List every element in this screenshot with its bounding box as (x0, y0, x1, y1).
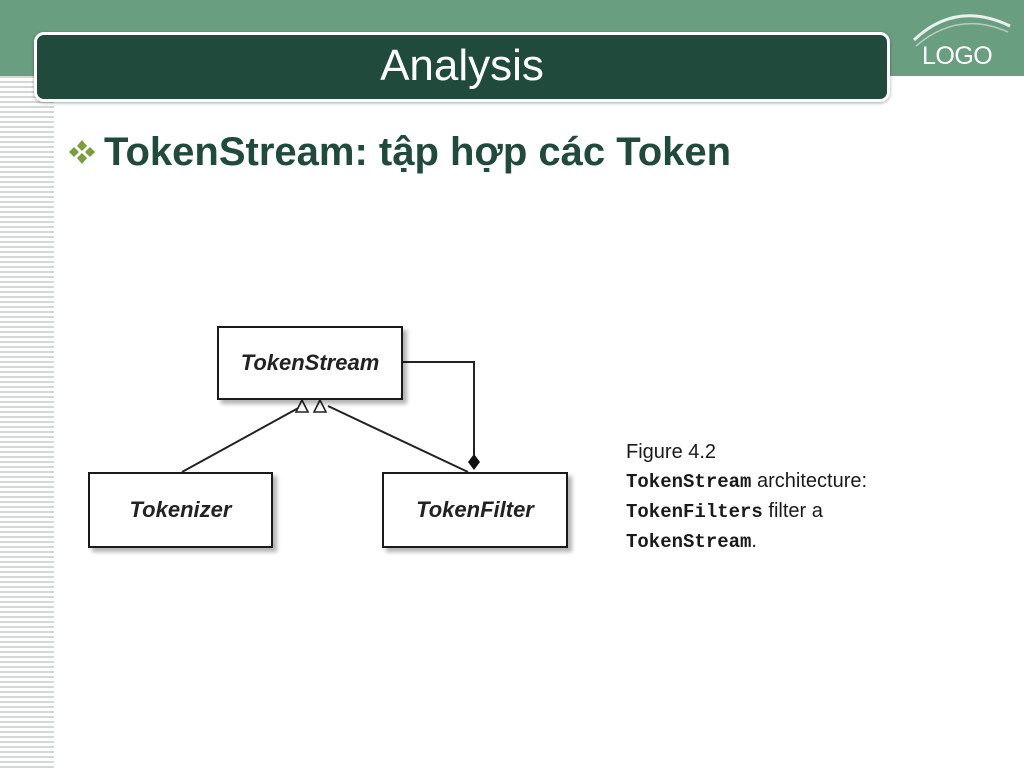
title-bar: Analysis (34, 32, 890, 102)
logo-text: LOGO (922, 42, 993, 70)
aggregation-diamond-icon (468, 454, 480, 470)
diamond-cluster-icon (69, 139, 95, 164)
bullet-text: TokenStream: tập hợp các Token (104, 130, 732, 174)
caption-code-tokenstream-2: TokenStream (626, 531, 752, 553)
caption-text-filter: filter a (762, 500, 823, 522)
caption-code-tokenstream: TokenStream (626, 471, 752, 493)
caption-text-period: . (751, 530, 757, 552)
logo-arc-icon (912, 14, 1011, 47)
tokenstream-label: TokenStream (240, 350, 380, 375)
slide-title: Analysis (380, 41, 544, 90)
diagram-connectors (181, 361, 480, 473)
caption-figure-number: Figure 4.2 (626, 441, 717, 463)
inheritance-arrowhead-icon (312, 398, 328, 413)
tokenfilter-label: TokenFilter (416, 497, 534, 522)
figure-caption: Figure 4.2 TokenStream architecture: Tok… (626, 438, 1006, 557)
logo: LOGO (904, 6, 1024, 76)
caption-code-tokenfilters: TokenFilters (626, 501, 763, 523)
side-stripe-decoration (0, 76, 54, 768)
caption-text-architecture: architecture: (751, 470, 868, 492)
bullet-item: TokenStream: tập hợp các Token (66, 130, 731, 175)
tokenstream-node: TokenStream (217, 326, 403, 400)
inheritance-arrowhead-icon (294, 398, 310, 413)
tokenfilter-inheritance-edge (327, 405, 469, 473)
caption-line-4: TokenStream. (626, 527, 1006, 557)
aggregation-edge (402, 361, 475, 455)
tokenizer-inheritance-edge (181, 405, 303, 473)
caption-line-2: TokenStream architecture: (626, 467, 1006, 497)
caption-line-3: TokenFilters filter a (626, 497, 1006, 527)
tokenizer-node: Tokenizer (88, 472, 273, 548)
uml-class-diagram: TokenStream Tokenizer TokenFilter (80, 318, 580, 558)
tokenfilter-node: TokenFilter (382, 472, 568, 548)
tokenizer-label: Tokenizer (129, 497, 232, 522)
